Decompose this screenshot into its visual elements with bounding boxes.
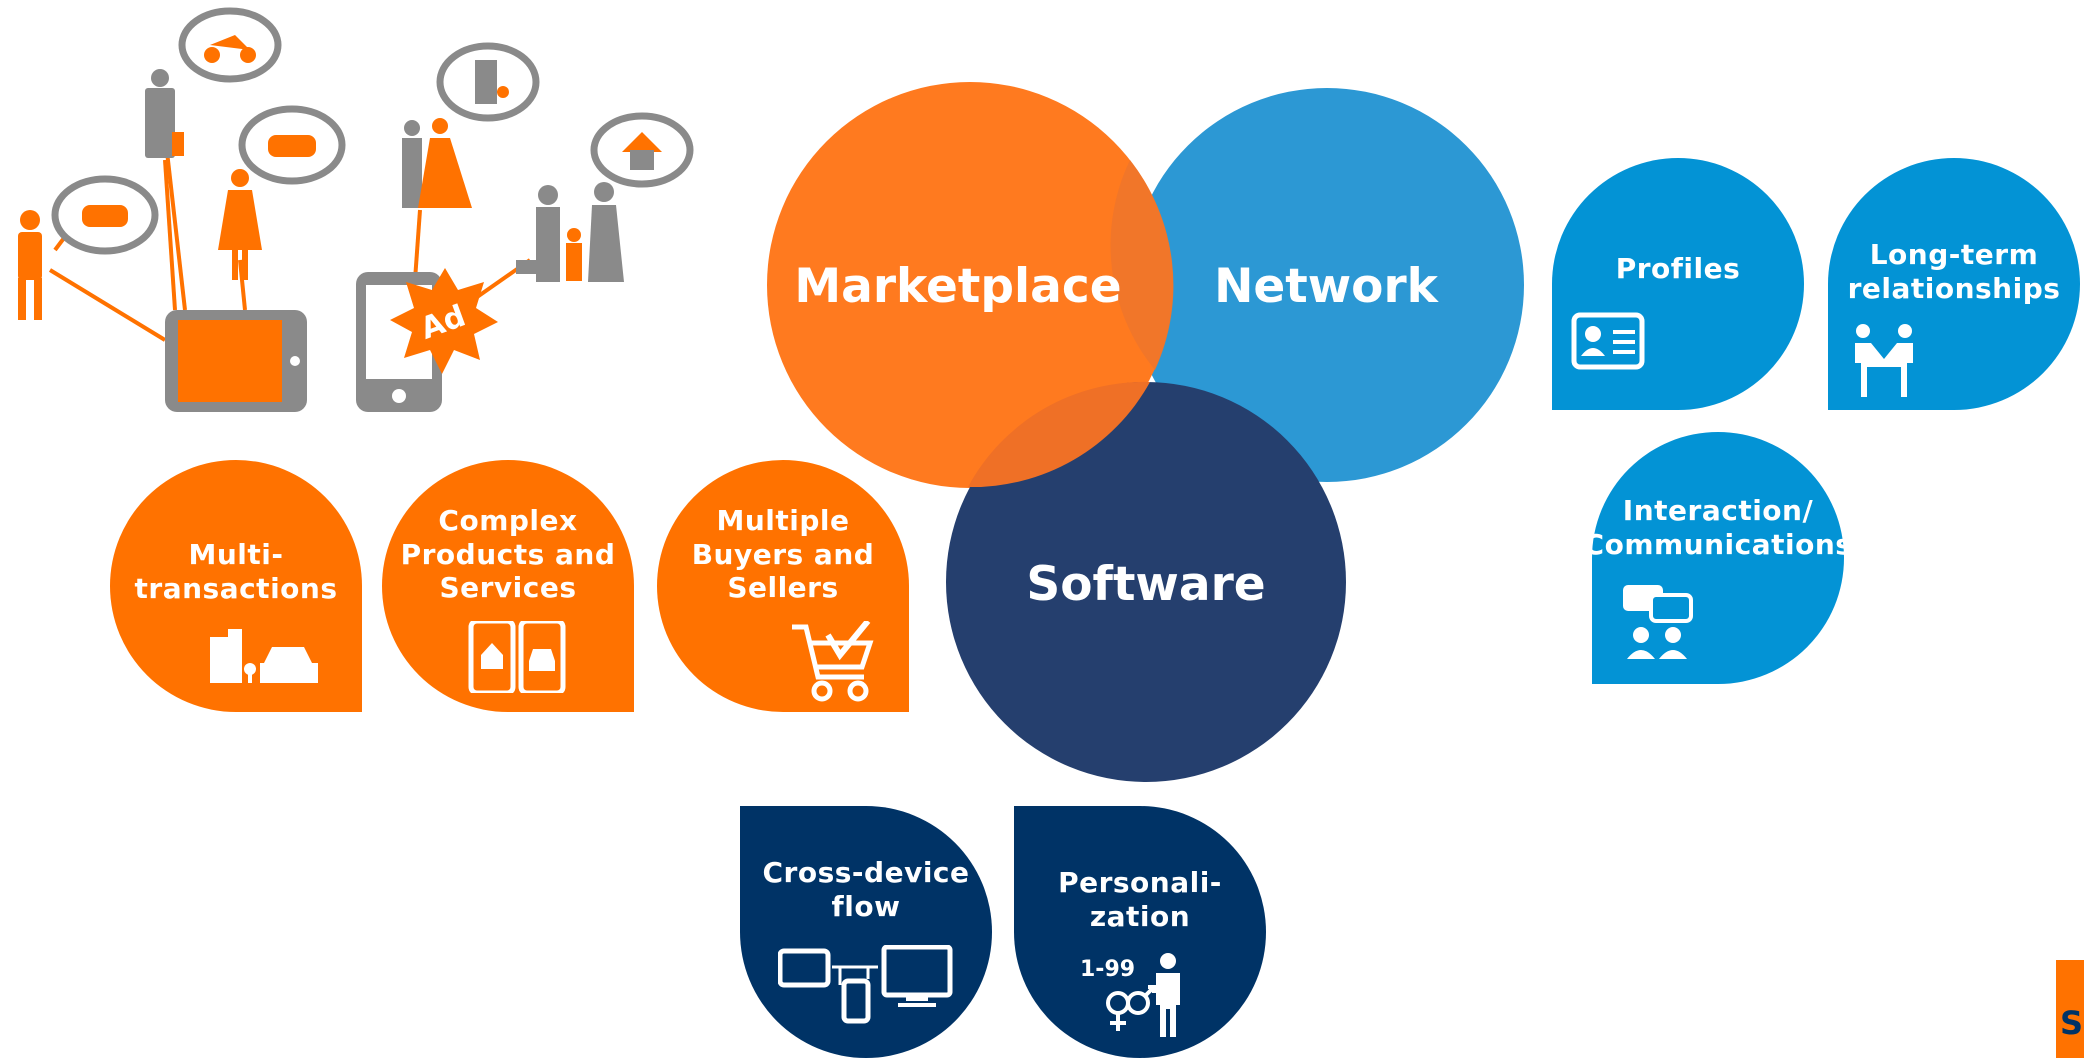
couple-icon [402,118,472,208]
tablet-device-icon [165,310,307,412]
marketplace-software-overlap [968,381,1150,488]
devices-sync-icon [778,945,953,1024]
software-label: Software [1026,557,1265,612]
software-circle [946,382,1346,782]
cloud-house-icon [590,112,694,188]
chat-people-icon [1623,585,1693,660]
handshake-icon [1855,324,1913,398]
brand-letter: S [2060,1004,2084,1042]
family-icon [516,182,624,282]
feature-label: Interaction/ Communications [1583,494,1853,561]
gender-person-icon [1106,953,1180,1038]
feature-label: Long-term relationships [1847,238,2061,305]
feature-label: Complex Products and Services [400,504,616,605]
feature-personalization: Personali- zation 1-99 [1014,806,1266,1058]
marketplace-label: Marketplace [794,259,1121,314]
age-range-badge: 1-99 [1080,957,1136,983]
age-gender-person-icon: 1-99 [1080,951,1190,1041]
feature-multi-transactions: Multi- transactions [110,460,362,712]
cloud-buildings-icon [436,42,540,122]
feature-label: Multiple Buyers and Sellers [691,504,875,605]
feature-label: Cross-device flow [762,856,970,923]
person-icon [18,210,42,320]
feature-label: Profiles [1615,252,1741,285]
feature-long-term-relationships: Long-term relationships [1828,158,2080,410]
smartphone-ad-icon: Ad [356,268,498,412]
marketplace-circle [767,82,1173,488]
feature-label: Personali- zation [1058,866,1222,933]
feature-multiple-buyers-sellers: Multiple Buyers and Sellers [657,460,909,712]
brand-logo: S [2056,960,2084,1058]
feature-interaction-communications: Interaction/ Communications [1584,432,1852,684]
cloud-motorbike-icon [178,7,282,83]
marketplace-network-overlap [1110,160,1174,370]
cloud-car-icon [238,105,346,185]
network-circle [1130,88,1524,482]
feature-complex-products: Complex Products and Services [382,460,634,712]
feature-label: Multi- transactions [134,538,338,605]
feature-cross-device-flow: Cross-device flow [740,806,992,1058]
feature-profiles: Profiles [1552,158,1804,410]
woman-icon [218,169,262,280]
marketplace-illustration: Ad [18,7,694,412]
buildings-car-icon [210,629,318,684]
businessman-icon [145,69,184,158]
id-card-icon [1571,312,1645,370]
network-label: Network [1214,259,1440,314]
shopping-cart-check-icon [792,620,874,702]
phones-home-car-icon [468,620,566,693]
cloud-car-icon [51,175,159,255]
